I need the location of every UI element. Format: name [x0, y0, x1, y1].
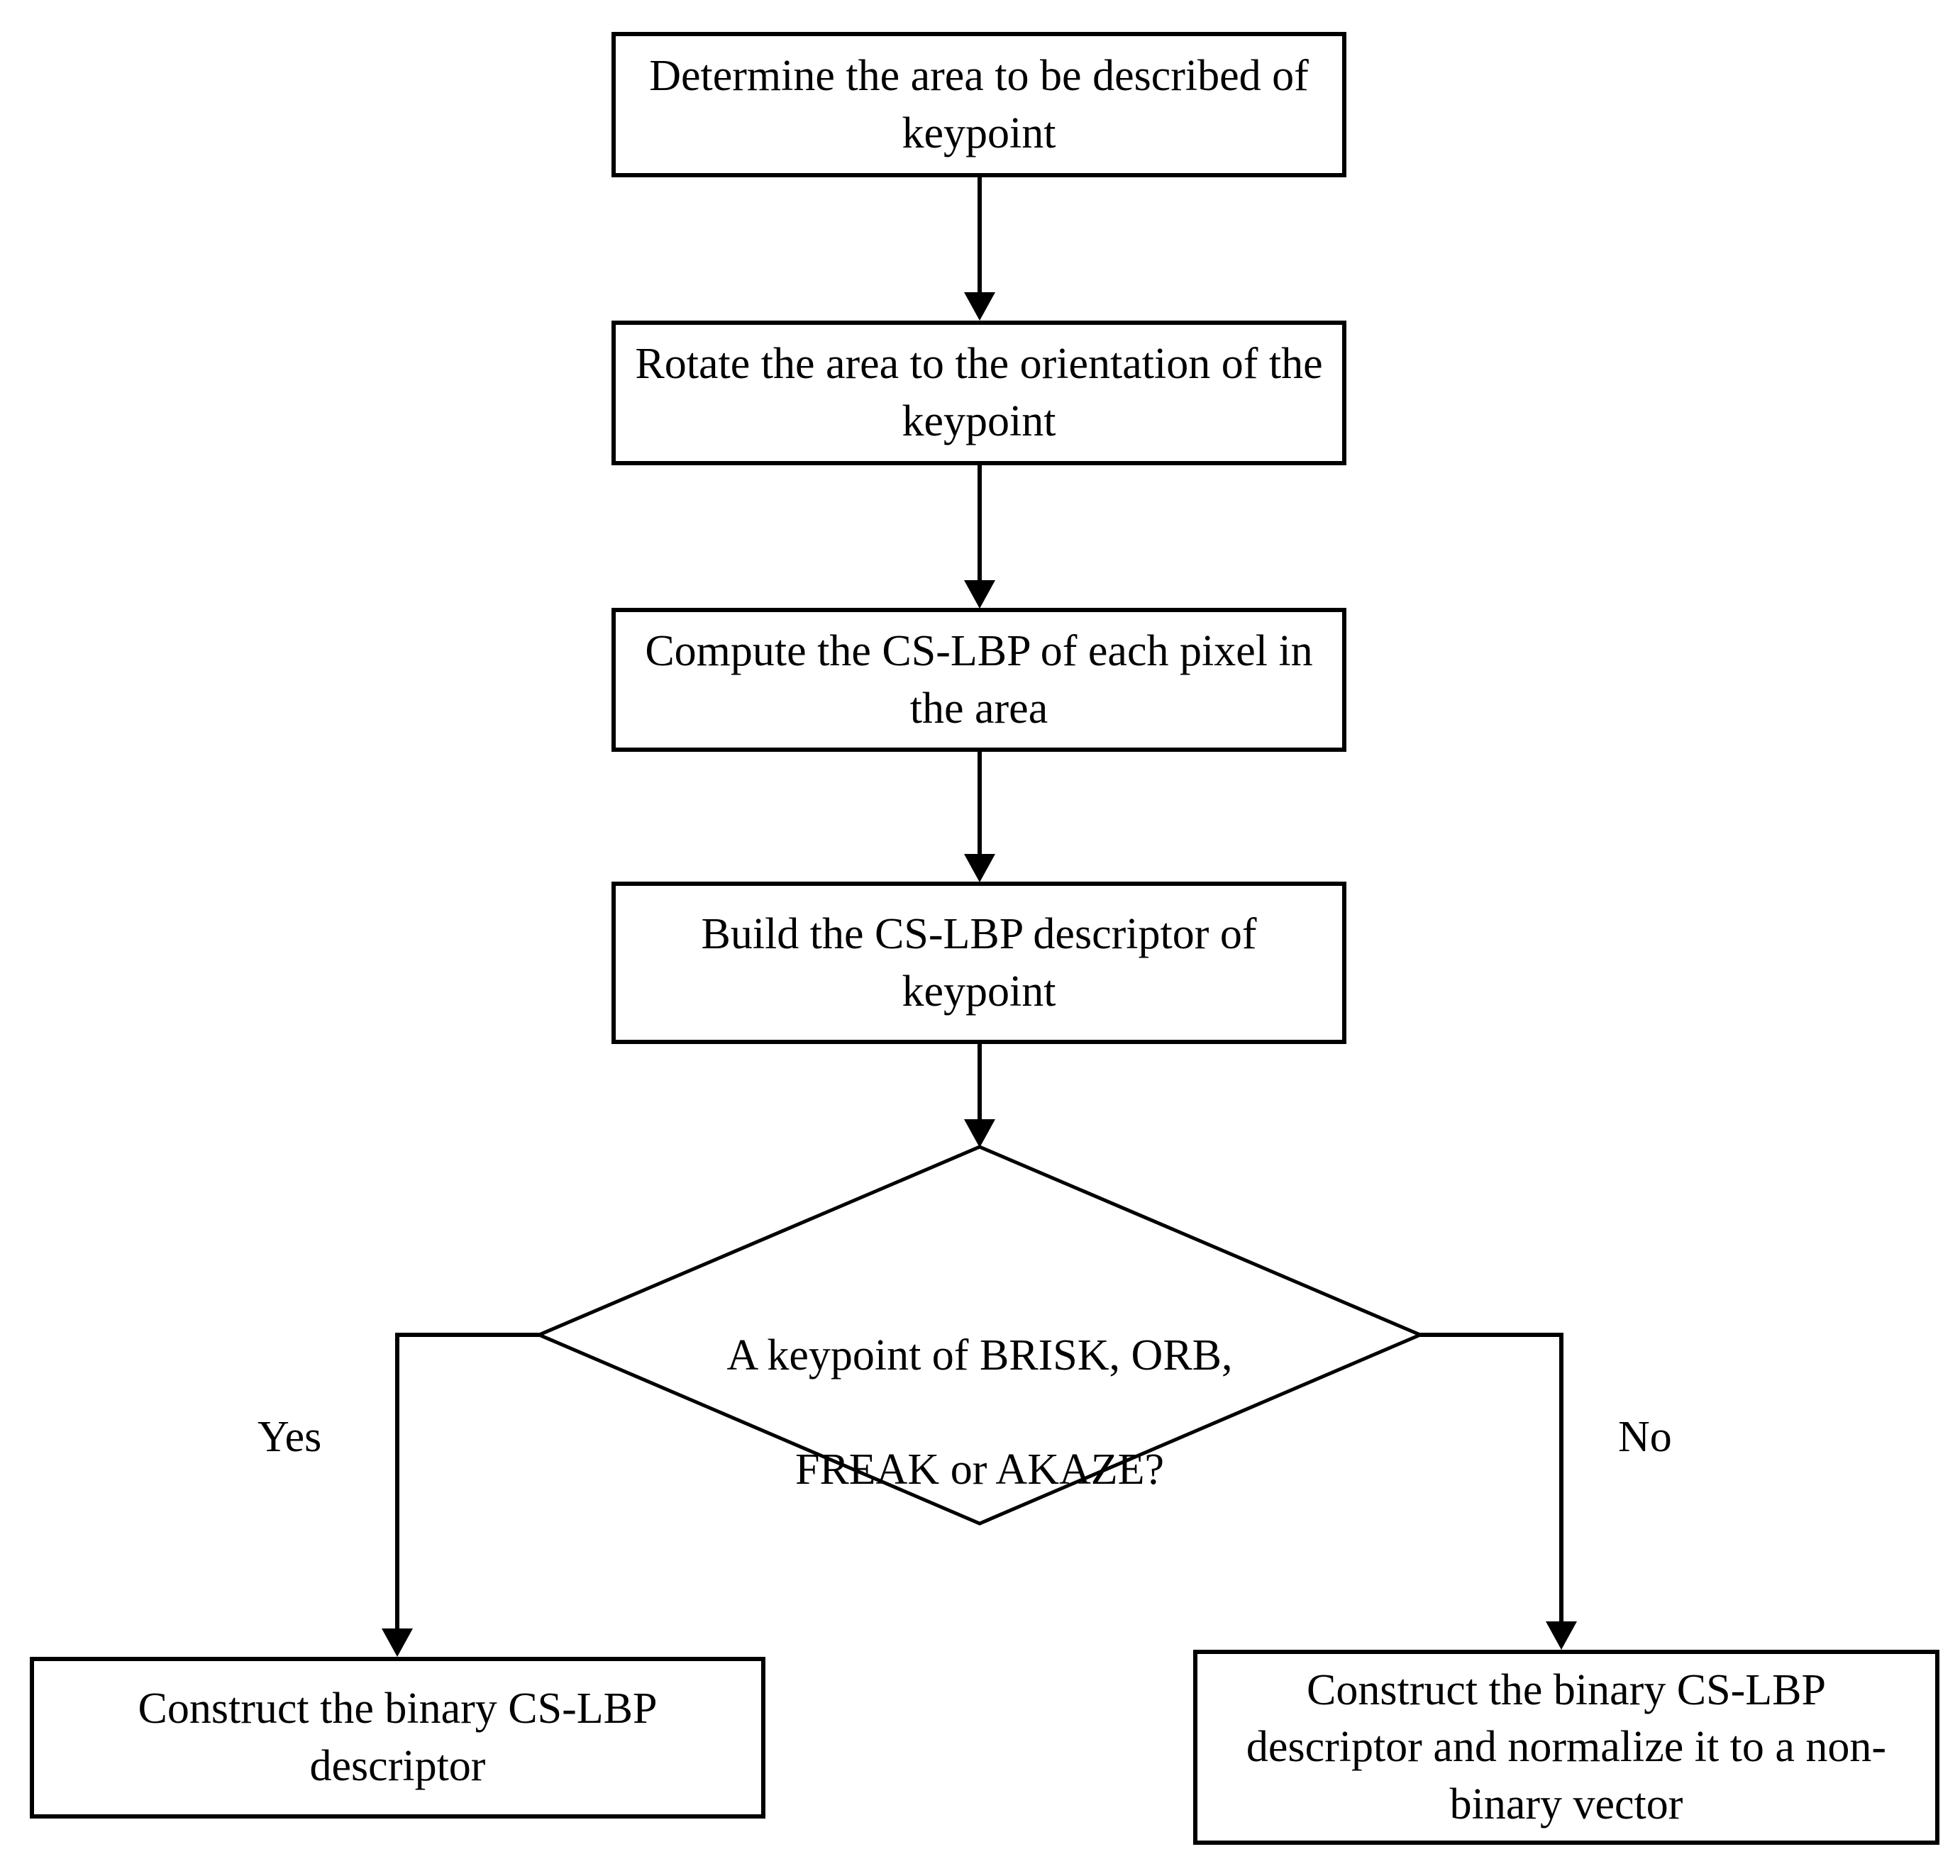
process-box-normalized-descriptor[interactable]: Construct the binary CS-LBP descriptor a… — [1193, 1650, 1939, 1845]
arrowhead-step3 — [964, 580, 995, 609]
process-box-rotate-area-label: Rotate the area to the orientation of th… — [635, 340, 1323, 445]
edge-label-no-text: No — [1618, 1413, 1672, 1461]
process-box-compute-cslbp-label: Compute the CS-LBP of each pixel in the … — [645, 626, 1313, 733]
process-box-binary-descriptor-label: Construct the binary CS-LBP descriptor — [138, 1684, 658, 1790]
process-box-compute-cslbp[interactable]: Compute the CS-LBP of each pixel in the … — [611, 608, 1346, 752]
edge-label-yes: Yes — [258, 1415, 321, 1459]
decision-diamond-text[interactable]: A keypoint of BRISK, ORB, FREAK or AKAZE… — [610, 1270, 1349, 1555]
decision-diamond-line1: A keypoint of BRISK, ORB, — [726, 1331, 1233, 1380]
process-box-binary-descriptor[interactable]: Construct the binary CS-LBP descriptor — [30, 1657, 765, 1819]
connector-decision-yes — [395, 1333, 539, 1628]
arrowhead-step2 — [964, 292, 995, 321]
process-box-determine-area-label: Determine the area to be described of ke… — [649, 51, 1309, 157]
arrowhead-decision — [964, 1119, 995, 1148]
arrowhead-step4 — [964, 854, 995, 882]
edge-label-yes-text: Yes — [258, 1413, 322, 1461]
connector-decision-no — [1420, 1333, 1563, 1621]
arrowhead-no — [1546, 1621, 1577, 1650]
process-box-normalized-descriptor-label: Construct the binary CS-LBP descriptor a… — [1246, 1665, 1887, 1828]
process-box-build-descriptor-label: Build the CS-LBP descriptor of keypoint — [701, 909, 1257, 1016]
process-box-build-descriptor[interactable]: Build the CS-LBP descriptor of keypoint — [611, 882, 1346, 1044]
edge-label-no: No — [1618, 1415, 1672, 1459]
arrowhead-yes — [382, 1628, 413, 1657]
decision-diamond — [534, 1145, 1425, 1526]
decision-diamond-line2: FREAK or AKAZE? — [794, 1445, 1165, 1494]
process-box-determine-area[interactable]: Determine the area to be described of ke… — [611, 32, 1346, 177]
process-box-rotate-area[interactable]: Rotate the area to the orientation of th… — [611, 321, 1346, 465]
